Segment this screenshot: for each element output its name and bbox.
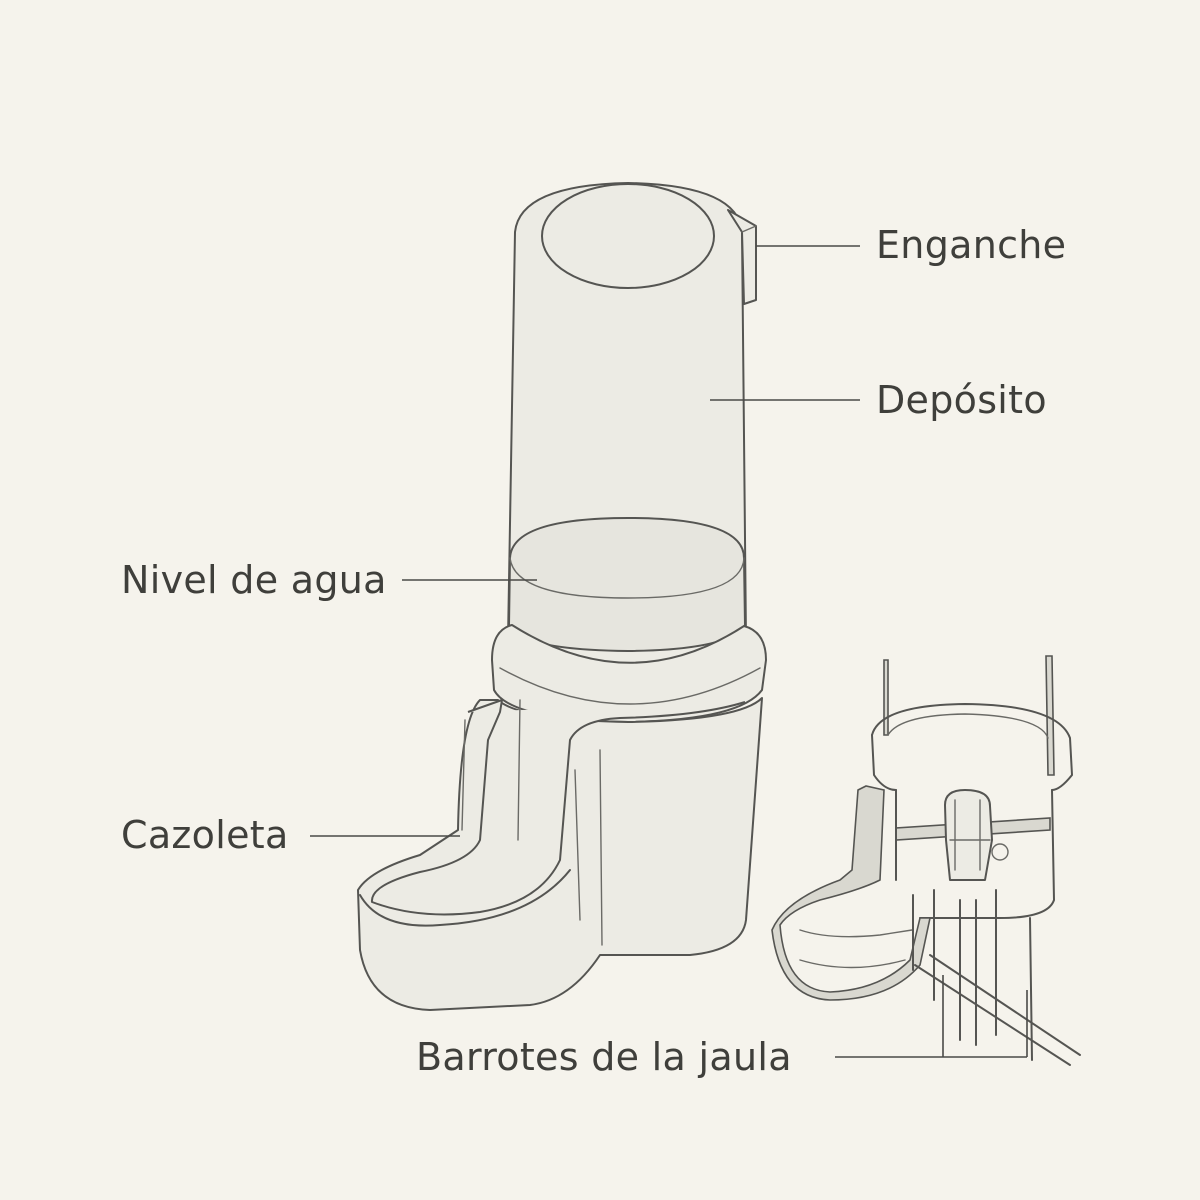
label-cage-bars: Barrotes de la jaula <box>416 1035 792 1079</box>
main-feeder <box>357 182 767 1011</box>
water-level <box>507 516 747 653</box>
label-hook: Enganche <box>876 223 1067 267</box>
leader-cage-bars <box>835 975 1028 1058</box>
cross-section-detail <box>771 655 1081 1066</box>
label-cup: Cazoleta <box>121 813 289 857</box>
section-cage-bars <box>912 889 1081 1066</box>
reservoir-top-cap <box>541 183 715 289</box>
label-water-level: Nivel de agua <box>121 558 387 602</box>
label-reservoir: Depósito <box>876 378 1047 422</box>
section-valve <box>944 789 993 881</box>
section-reservoir-walls <box>883 659 889 736</box>
leader-lines <box>310 245 1028 1058</box>
section-cup <box>771 785 931 1001</box>
cup-front <box>370 699 746 916</box>
hook <box>727 209 757 305</box>
